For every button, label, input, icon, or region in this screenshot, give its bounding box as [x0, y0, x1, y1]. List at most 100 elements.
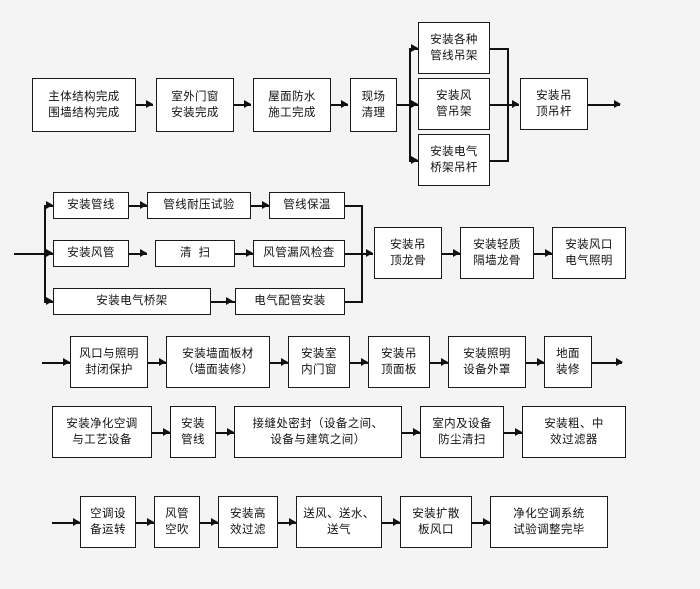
node-line-1: 现场: [361, 90, 386, 103]
node-line-1: 屋面防水: [268, 90, 316, 103]
node-exterior-doors-windows[interactable]: 室外门窗 安装完成: [156, 78, 234, 132]
connector-n13-n14: [235, 253, 253, 255]
node-line-2: 顶吊杆: [536, 106, 572, 118]
node-install-clean-hvac-process-equipment[interactable]: 安装净化空调 与工艺设备: [52, 406, 152, 458]
node-clean-hvac-system-commissioning-complete[interactable]: 净化空调系统 试验调整完毕: [490, 496, 608, 548]
node-line-1: 安装吊: [536, 89, 572, 102]
connector-fanout-stem: [397, 104, 411, 106]
connector-n29-n30: [504, 432, 522, 434]
arrowhead-n12-n13: [140, 249, 147, 257]
node-line-1: 地面: [556, 347, 580, 360]
node-line-2: 安装完成: [171, 107, 219, 119]
node-line-2: 清理: [361, 107, 386, 119]
node-line-2: 内门窗: [301, 364, 337, 376]
arrowhead-n35-n36: [483, 518, 490, 526]
node-indoor-equipment-dust-cleaning[interactable]: 室内及设备 防尘清扫: [420, 406, 504, 458]
node-pipeline-insulation[interactable]: 管线保温: [269, 192, 345, 219]
connector-n1-n2: [136, 104, 153, 106]
connector-n31-n32: [136, 522, 154, 524]
arrowhead-n32-n33: [211, 518, 218, 526]
node-duct-leak-inspection[interactable]: 风管漏风检查: [253, 240, 345, 267]
node-line-2: 效过滤器: [550, 434, 598, 446]
node-supply-air-water-gas[interactable]: 送风、送水、 送气: [296, 496, 382, 548]
node-line-1: 安装高: [230, 507, 266, 520]
connector-n34-n35: [382, 522, 400, 524]
arrowhead-row2-branch-mid: [46, 249, 53, 257]
connector-row1-exit: [588, 104, 620, 106]
node-line-1: 安装墙面板材: [182, 347, 254, 360]
node-install-ducts[interactable]: 安装风管: [53, 240, 129, 267]
node-line-2: 空吹: [165, 524, 189, 536]
node-line-1: 安装照明: [463, 347, 511, 360]
node-install-light-partition-keel[interactable]: 安装轻质 隔墙龙骨: [460, 227, 534, 279]
node-install-wall-panels[interactable]: 安装墙面板材 （墙面装修）: [166, 336, 270, 388]
arrowhead-row3-exit: [616, 358, 623, 366]
connector-n23-n24: [430, 362, 448, 364]
arrowhead-n33-n34: [289, 518, 296, 526]
node-line-2: 管线吊架: [430, 50, 478, 62]
node-install-pipeline-hangers[interactable]: 安装各种 管线吊架: [418, 22, 490, 74]
node-line-1: 室外门窗: [171, 90, 219, 103]
node-floor-decoration[interactable]: 地面 装修: [544, 336, 592, 388]
node-install-lighting-equipment-cover[interactable]: 安装照明 设备外罩: [448, 336, 526, 388]
node-line-1: 安装净化空调: [66, 417, 138, 430]
node-install-pipelines-2[interactable]: 安装 管线: [170, 406, 216, 458]
node-install-hepa-filters[interactable]: 安装高 效过滤: [218, 496, 278, 548]
node-line-1: 风管: [165, 507, 189, 520]
node-install-air-outlet-lighting[interactable]: 安装风口 电气照明: [552, 227, 626, 279]
connector-n26-n27: [152, 432, 170, 434]
node-install-diffuser-outlets[interactable]: 安装扩散 板风口: [400, 496, 472, 548]
node-line-2: 顶面板: [381, 364, 417, 376]
node-main-structure-complete[interactable]: 主体结构完成 围墙结构完成: [32, 78, 136, 132]
node-site-cleanup[interactable]: 现场 清理: [350, 78, 397, 132]
node-install-ceiling-keel[interactable]: 安装吊 顶龙骨: [374, 227, 442, 279]
node-line-1: 清扫: [180, 247, 217, 260]
node-install-coarse-medium-filters[interactable]: 安装粗、中 效过滤器: [522, 406, 626, 458]
arrowhead-n10-n11: [262, 201, 269, 209]
connector-row2-merge-top: [345, 205, 363, 207]
arrowhead-n15-n16: [226, 297, 233, 305]
node-outlet-lighting-protection[interactable]: 风口与照明 封闭保护: [70, 336, 148, 388]
node-install-ceiling-rods[interactable]: 安装吊 顶吊杆: [520, 78, 588, 130]
arrowhead-n22-n23: [361, 358, 368, 366]
node-hvac-equipment-operation[interactable]: 空调设 备运转: [80, 496, 136, 548]
node-roof-waterproofing[interactable]: 屋面防水 施工完成: [253, 78, 331, 132]
connector-n20-n21: [148, 362, 166, 364]
node-line-2: 管线: [181, 434, 205, 446]
node-install-pipelines[interactable]: 安装管线: [53, 192, 129, 219]
node-line-2: 设备外罩: [463, 364, 511, 376]
node-line-1: 电气配管安装: [254, 295, 326, 308]
node-line-1: 安装电气: [430, 145, 478, 158]
node-pipeline-pressure-test[interactable]: 管线耐压试验: [147, 192, 251, 219]
node-line-2: 顶龙骨: [390, 255, 426, 267]
node-install-interior-doors-windows[interactable]: 安装室 内门窗: [288, 336, 350, 388]
arrowhead-n20-n21: [159, 358, 166, 366]
connector-n17-n18: [442, 253, 460, 255]
node-line-1: 安装扩散: [412, 507, 460, 520]
node-line-1: 主体结构完成: [48, 90, 120, 103]
node-line-1: 安装电气桥架: [96, 295, 168, 308]
node-joint-sealing[interactable]: 接缝处密封（设备之间、 设备与建筑之间）: [234, 406, 402, 458]
node-line-2: 效过滤: [230, 524, 266, 536]
connector-n28-n29: [402, 432, 420, 434]
node-electrical-conduit-install[interactable]: 电气配管安装: [235, 288, 345, 315]
node-install-electrical-tray-rods[interactable]: 安装电气 桥架吊杆: [418, 134, 490, 186]
connector-n33-n34: [278, 522, 296, 524]
arrowhead-n17-n18: [453, 249, 460, 257]
arrowhead-n1-n2: [146, 100, 153, 108]
node-line-1: 安装管线: [67, 199, 115, 212]
node-duct-air-blowing[interactable]: 风管 空吹: [154, 496, 200, 548]
connector-row3-entry: [42, 362, 70, 364]
node-line-2: 封闭保护: [85, 364, 133, 376]
arrowhead-n27-n28: [227, 428, 234, 436]
arrowhead-row5-entry: [73, 518, 80, 526]
node-install-electrical-tray[interactable]: 安装电气桥架: [53, 288, 211, 315]
node-install-duct-hangers[interactable]: 安装风 管吊架: [418, 78, 490, 130]
connector-row2-merge-bottom: [345, 301, 363, 303]
arrowhead-n3-n4: [341, 100, 348, 108]
node-install-ceiling-panels[interactable]: 安装吊 顶面板: [368, 336, 430, 388]
node-line-2: 设备与建筑之间）: [270, 434, 366, 446]
arrowhead-n18-n19: [545, 249, 552, 257]
node-line-1: 安装吊: [390, 238, 426, 251]
node-cleaning-sweep[interactable]: 清扫: [155, 240, 235, 267]
